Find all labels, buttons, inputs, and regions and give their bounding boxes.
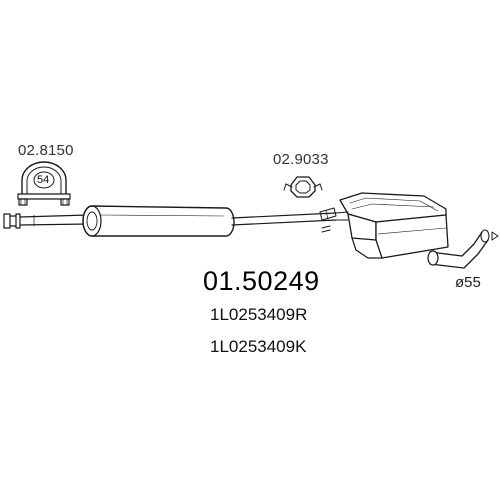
clamp-size-label: 54 <box>37 174 50 186</box>
outlet-pointer <box>491 231 499 241</box>
middle-silencer <box>82 205 235 237</box>
outlet-diameter-label: ø55 <box>455 274 481 291</box>
front-pipe <box>3 213 89 229</box>
intermediate-pipe <box>231 207 337 233</box>
rear-muffler <box>335 192 490 269</box>
clamp-part-number[interactable]: 02.8150 <box>18 142 74 159</box>
oem-number-2: 1L0253409K <box>210 337 307 356</box>
oem-number-1: 1L0253409R <box>210 305 308 324</box>
hanger-icon <box>283 176 323 198</box>
clamp-icon <box>17 161 71 206</box>
hanger-part-number[interactable]: 02.9033 <box>273 151 329 168</box>
main-part-number: 01.50249 <box>203 266 320 296</box>
